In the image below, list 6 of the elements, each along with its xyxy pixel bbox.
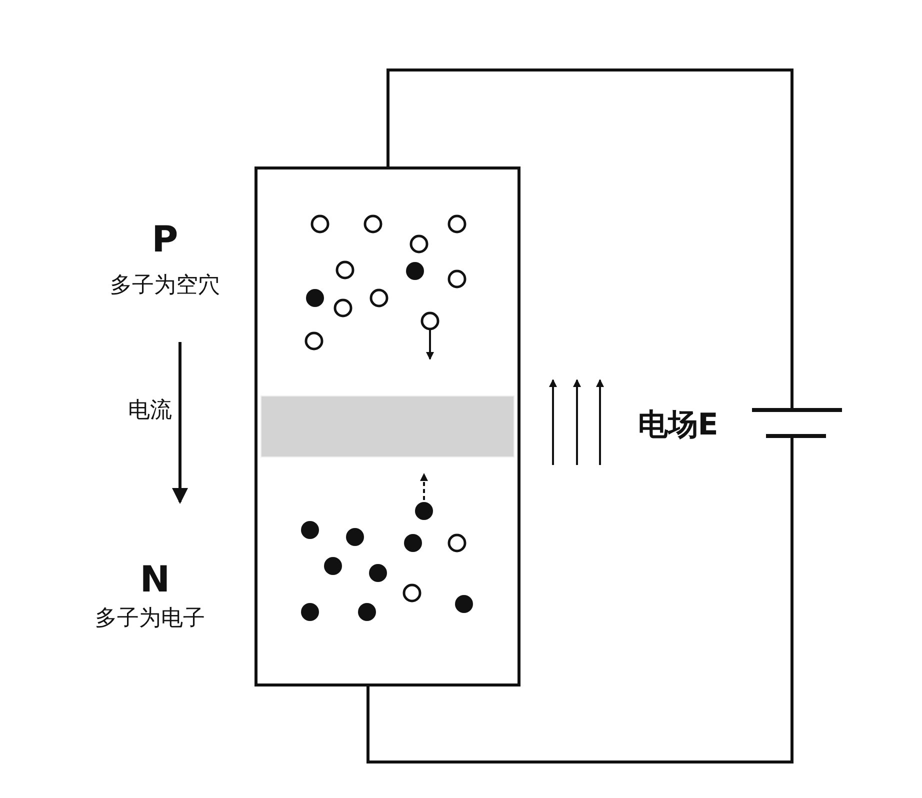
carrier-note: 多子为电子: [95, 605, 205, 633]
carrier-note: 多子为空穴: [110, 272, 220, 300]
region-label: N: [140, 560, 170, 600]
region-label: P: [152, 220, 178, 260]
field-label: 电场E: [638, 406, 718, 444]
current-label: 电流: [128, 397, 172, 425]
